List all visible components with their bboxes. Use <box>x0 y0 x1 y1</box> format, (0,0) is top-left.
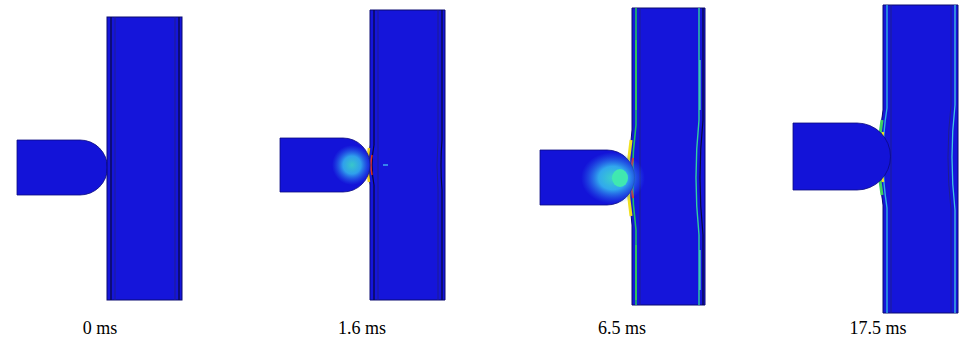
projectile <box>17 140 108 195</box>
frame-0ms <box>17 17 182 300</box>
time-label: 6.5 ms <box>598 318 646 339</box>
pipe-wall <box>107 17 182 300</box>
pipe-wall <box>879 5 958 313</box>
frame-6-5ms <box>540 8 705 305</box>
pipe-wall <box>369 10 446 300</box>
time-label: 17.5 ms <box>849 318 906 339</box>
frame-17-5ms <box>793 5 958 313</box>
frame-1-6ms <box>280 10 445 300</box>
time-label: 0 ms <box>83 318 118 339</box>
time-label: 1.6 ms <box>338 318 386 339</box>
pipe-wall <box>629 8 705 305</box>
projectile <box>793 123 890 190</box>
